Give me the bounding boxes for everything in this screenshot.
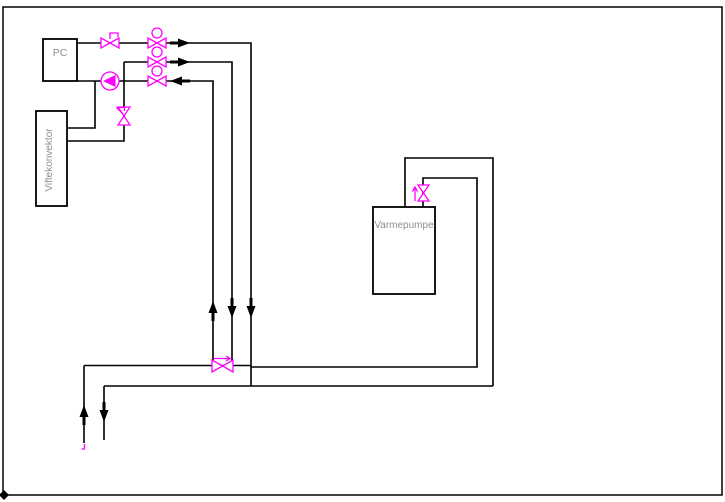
arrow-up-icon bbox=[208, 301, 218, 321]
handle-valve-icon bbox=[116, 106, 132, 126]
arrow-down-icon bbox=[227, 298, 237, 318]
pipe-recirculation bbox=[124, 61, 233, 366]
heat-pump-box bbox=[372, 206, 436, 295]
arrow-right-icon bbox=[170, 38, 190, 48]
heat-pump-label: Varmepumpe bbox=[374, 220, 434, 231]
pipe-convector-branch-top bbox=[67, 81, 96, 129]
pipe-pc-return bbox=[77, 80, 214, 366]
fan-convector-box bbox=[35, 110, 68, 207]
pipe-heatpump-left bbox=[404, 157, 494, 386]
stub-end-mark bbox=[81, 444, 86, 450]
flow-arrows bbox=[79, 38, 256, 425]
pc-label: PC bbox=[53, 47, 68, 59]
heat-pump-valve-icon bbox=[411, 184, 431, 202]
manual-valve-icon bbox=[100, 32, 120, 50]
pipe-heatpump-right bbox=[251, 177, 478, 368]
arrow-up-icon bbox=[79, 405, 89, 425]
corner-mark bbox=[0, 490, 9, 500]
arrow-down-icon bbox=[246, 298, 256, 318]
shutoff-valve-icon bbox=[211, 355, 234, 374]
valve-symbols bbox=[81, 27, 431, 450]
border-rect bbox=[2, 6, 723, 496]
fan-convector-label: Viftekonvektor bbox=[44, 128, 55, 192]
pipes bbox=[67, 42, 494, 443]
pump-icon bbox=[100, 71, 120, 91]
pc-box bbox=[42, 38, 78, 82]
pipe-convector-branch-bottom bbox=[67, 62, 125, 142]
arrow-left-icon bbox=[170, 76, 190, 86]
arrow-right-icon bbox=[170, 57, 190, 67]
arrow-down-icon bbox=[99, 402, 109, 422]
equipment: PC Viftekonvektor Varmepumpe bbox=[35, 38, 436, 295]
drawing-frame bbox=[0, 6, 723, 500]
pipe-pc-supply bbox=[77, 42, 252, 386]
motorized-valve-icon bbox=[147, 27, 167, 50]
motorized-valve-icon bbox=[147, 46, 167, 69]
motorized-valve-icon bbox=[147, 65, 167, 88]
